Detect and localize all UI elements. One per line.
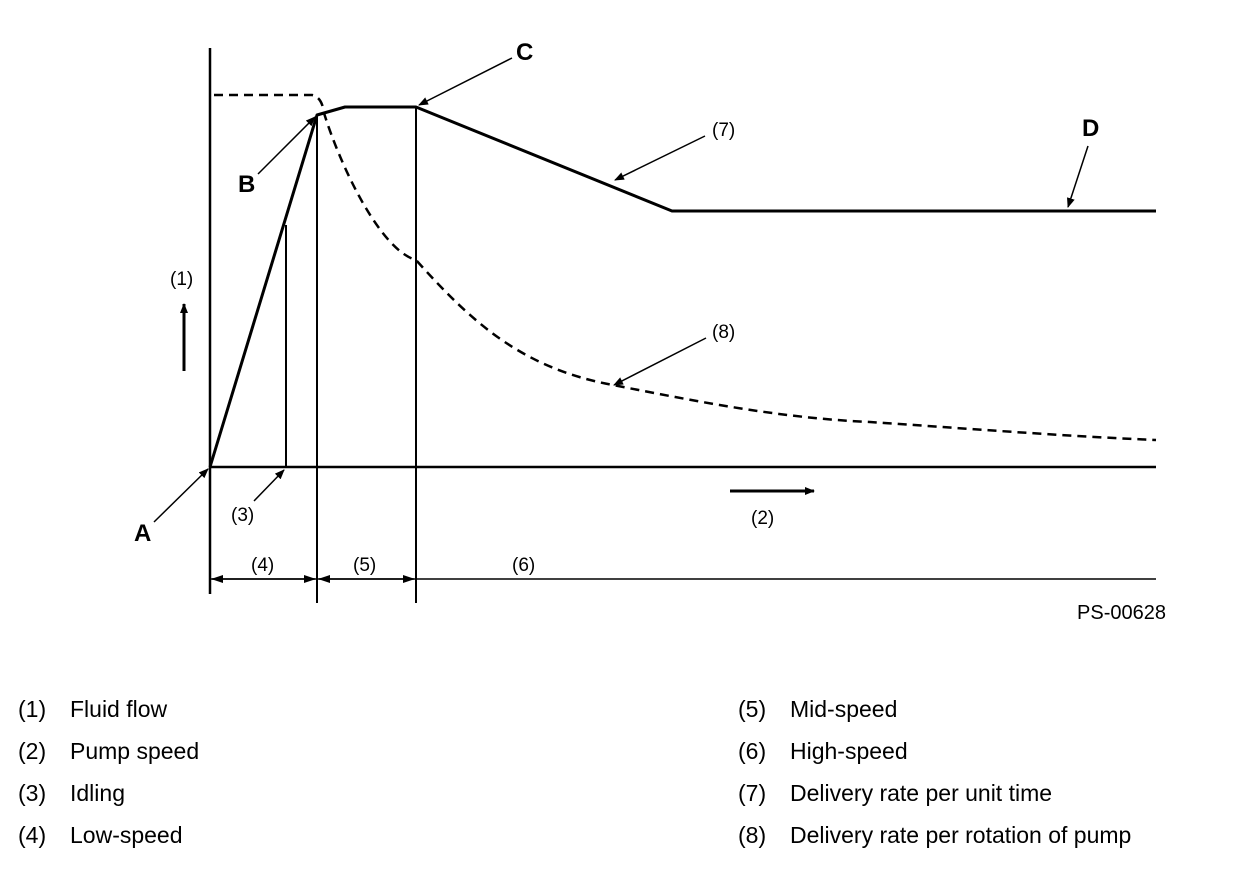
legend-left-column: (1) Fluid flow (2) Pump speed (3) Idling… <box>18 688 199 856</box>
callout-8: (8) <box>712 322 735 343</box>
point-a-label: A <box>134 520 151 547</box>
legend-number: (5) <box>738 696 767 722</box>
legend-text: Pump speed <box>70 738 200 764</box>
leader-c <box>418 57 513 106</box>
legend-item: (6) High-speed <box>738 730 1131 772</box>
delivery-rate-per-unit-time-curve <box>208 105 1156 468</box>
figure-code: PS-00628 <box>1077 602 1166 624</box>
callout-5: (5) <box>353 555 376 576</box>
leader-d <box>1067 145 1089 208</box>
legend-text: Delivery rate per rotation of pump <box>790 822 1132 848</box>
point-b-label: B <box>238 171 255 198</box>
callout-1: (1) <box>170 269 193 290</box>
legend-text: Fluid flow <box>70 696 168 722</box>
point-c-label: C <box>516 39 533 66</box>
legend-number: (1) <box>18 696 47 722</box>
callout-7: (7) <box>712 120 735 141</box>
legend-text: Delivery rate per unit time <box>790 780 1053 806</box>
legend-text: Low-speed <box>70 822 183 848</box>
delivery-rate-per-rotation-curve <box>214 93 1157 442</box>
legend-right-column: (5) Mid-speed (6) High-speed (7) Deliver… <box>738 688 1131 856</box>
legend-text: High-speed <box>790 738 908 764</box>
legend-number: (6) <box>738 738 767 764</box>
legend-number: (2) <box>18 738 47 764</box>
legend-number: (3) <box>18 780 47 806</box>
callout-3: (3) <box>231 505 254 526</box>
legend-number: (8) <box>738 822 767 848</box>
legend-number: (4) <box>18 822 47 848</box>
legend-text: Idling <box>70 780 125 806</box>
leader-a <box>153 468 209 523</box>
legend-item: (5) Mid-speed <box>738 688 1131 730</box>
legend-item: (7) Delivery rate per unit time <box>738 772 1131 814</box>
leader-7 <box>614 135 706 181</box>
leader-3 <box>253 469 285 502</box>
legend-item: (2) Pump speed <box>18 730 199 772</box>
legend-number: (7) <box>738 780 767 806</box>
legend-item: (8) Delivery rate per rotation of pump <box>738 814 1131 856</box>
legend-item: (4) Low-speed <box>18 814 199 856</box>
leader-8 <box>613 337 707 386</box>
point-d-label: D <box>1082 115 1099 142</box>
legend-text: Mid-speed <box>790 696 898 722</box>
callout-6: (6) <box>512 555 535 576</box>
callout-2: (2) <box>751 508 774 529</box>
leader-b <box>257 116 316 175</box>
legend-item: (1) Fluid flow <box>18 688 199 730</box>
legend-item: (3) Idling <box>18 772 199 814</box>
pump-flow-diagram: A B C D (1) (2) (3) (4) (5) (6) (7) (8) … <box>134 39 1166 624</box>
callout-4: (4) <box>251 555 274 576</box>
